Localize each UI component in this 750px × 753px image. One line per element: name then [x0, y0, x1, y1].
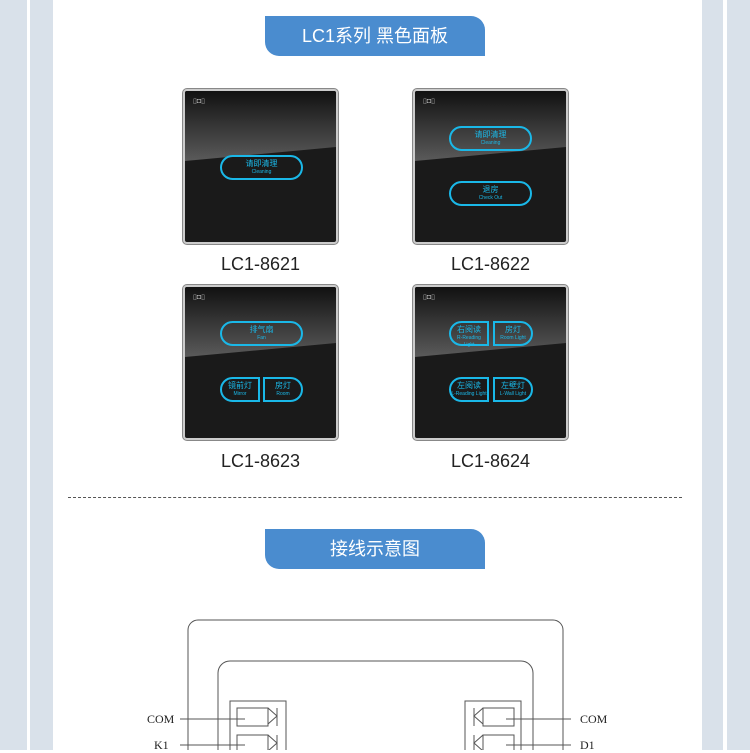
indicator-icon: ▯◘▯ [193, 98, 205, 105]
section-title-banner: LC1系列 黑色面板 [265, 16, 485, 56]
side-strip [702, 0, 723, 750]
terminal-label: COM [147, 712, 175, 726]
model-label: LC1-8624 [450, 451, 531, 471]
indicator-icon: ▯◘▯ [193, 294, 205, 301]
terminal-label: D1 [580, 738, 595, 752]
model-label: LC1-8622 [450, 254, 531, 274]
model-label: LC1-8623 [220, 451, 301, 471]
model-label: LC1-8621 [220, 254, 301, 274]
side-strip [0, 0, 27, 750]
divider [68, 497, 682, 498]
terminal-label: K1 [154, 738, 169, 752]
side-strip [727, 0, 750, 750]
content-area [53, 0, 702, 750]
terminal-label: COM [580, 712, 608, 726]
section-title-banner: 接线示意图 [265, 529, 485, 569]
indicator-icon: ▯◘▯ [423, 98, 435, 105]
indicator-icon: ▯◘▯ [423, 294, 435, 301]
side-strip [30, 0, 53, 750]
